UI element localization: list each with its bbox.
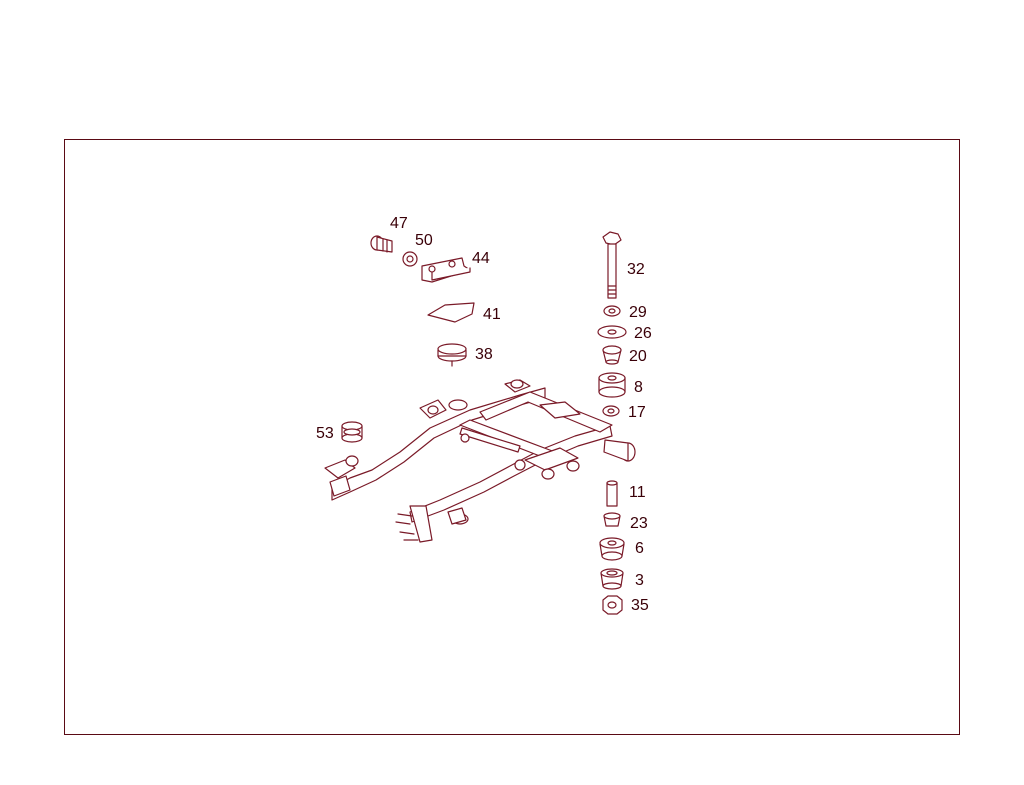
part-26-large-washer — [597, 325, 627, 339]
callout-50: 50 — [415, 232, 433, 249]
part-8-rubber-mount — [598, 372, 626, 398]
part-11-sleeve — [606, 480, 618, 507]
callout-3: 3 — [635, 572, 644, 589]
callout-6: 6 — [635, 540, 644, 557]
part-47-bolt — [370, 235, 393, 253]
diagram-frame — [64, 139, 960, 735]
part-35-nut — [602, 595, 623, 615]
callout-53: 53 — [316, 425, 334, 442]
callout-35: 35 — [631, 597, 649, 614]
callout-38: 38 — [475, 346, 493, 363]
part-20-bushing — [602, 345, 622, 365]
part-44-bracket — [421, 257, 471, 283]
right-rail-bracket-front — [524, 447, 579, 471]
callout-20: 20 — [629, 348, 647, 365]
tube-cross-member — [459, 427, 521, 453]
part-23-bushing — [603, 512, 621, 527]
part-29-washer — [603, 305, 621, 317]
part-32-long-bolt — [602, 231, 622, 299]
part-50-washer — [402, 251, 418, 267]
part-6-rubber-mount — [599, 537, 625, 561]
right-rail-bracket-rear — [409, 505, 433, 543]
part-41-pad — [427, 302, 475, 323]
part-38-rubber-mount — [437, 343, 467, 367]
chassis-frame — [324, 379, 636, 543]
callout-26: 26 — [634, 325, 652, 342]
callout-44: 44 — [472, 250, 490, 267]
callout-11: 11 — [629, 484, 646, 501]
part-53-grommet — [341, 421, 363, 443]
callout-17: 17 — [628, 404, 646, 421]
callout-8: 8 — [634, 379, 643, 396]
callout-47: 47 — [390, 215, 408, 232]
part-3-cup — [600, 568, 624, 590]
front-cross-member — [479, 391, 613, 433]
callout-29: 29 — [629, 304, 647, 321]
callout-32: 32 — [627, 261, 645, 278]
part-17-washer — [602, 405, 620, 417]
callout-23: 23 — [630, 515, 648, 532]
callout-41: 41 — [483, 306, 501, 323]
